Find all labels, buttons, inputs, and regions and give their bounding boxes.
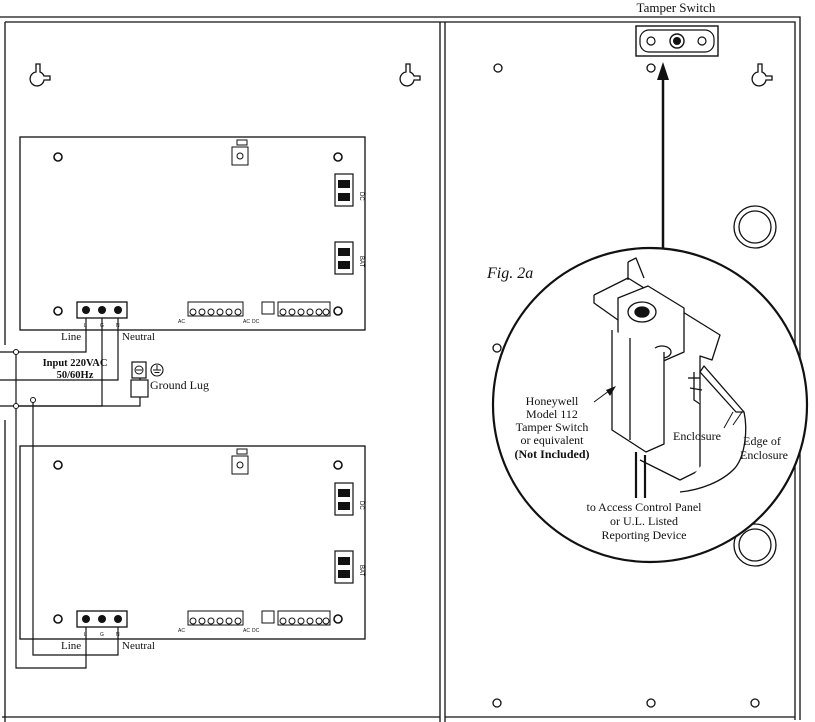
edge-label: Edge of Enclosure: [740, 434, 788, 462]
access-line-2: or U.L. Listed: [610, 514, 678, 528]
wire-junctions: [13, 349, 36, 409]
ac-label-top: AC: [178, 319, 185, 325]
tamper-switch: [635, 25, 719, 57]
leader-arrowhead: [606, 386, 616, 396]
ac2-label-top: AC: [243, 319, 250, 325]
tamper-wires: [634, 452, 647, 498]
tamper-arrow: [657, 62, 669, 262]
knockouts: [733, 205, 777, 567]
dc2-label-bottom: DC: [252, 628, 260, 634]
bat-label-bottom: BAT: [358, 565, 364, 577]
neutral-label-top: Neutral: [122, 331, 155, 343]
bat-label-top: BAT: [358, 256, 364, 268]
power-board-bottom: [19, 445, 366, 640]
input-frequency-label: 50/60Hz: [57, 370, 94, 381]
tamper-switch-illustration: [593, 257, 747, 493]
access-line-3: Reporting Device: [602, 528, 687, 542]
ac2-label-bottom: AC: [243, 628, 250, 634]
access-label: to Access Control Panel or U.L. Listed R…: [587, 500, 703, 542]
figure-label: Fig. 2a: [486, 265, 533, 282]
ground-symbol-icon: [150, 363, 164, 377]
edge-line-2: Enclosure: [740, 448, 788, 462]
access-line-1: to Access Control Panel: [587, 500, 703, 514]
dc-label-top: DC: [358, 192, 364, 201]
honeywell-label: Honeywell Model 112 Tamper Switch or equ…: [514, 394, 589, 461]
power-board-top: [19, 136, 366, 331]
dc2-label-top: DC: [252, 319, 260, 325]
ac-label-bottom: AC: [178, 628, 185, 634]
input-voltage-label: Input 220VAC: [43, 358, 108, 369]
ground-lug: [130, 361, 149, 398]
ground-lug-label: Ground Lug: [150, 378, 209, 392]
terminal-g-bottom: G: [100, 632, 104, 638]
dc-label-bottom: DC: [358, 501, 364, 510]
line-label-top: Line: [61, 331, 81, 343]
honeywell-line-4: or equivalent: [521, 433, 585, 447]
door-holes: [492, 63, 760, 708]
honeywell-line-5: (Not Included): [514, 447, 589, 461]
relay-pins-top: [189, 308, 330, 316]
keyhole-slots: [29, 63, 773, 87]
honeywell-line-2: Model 112: [526, 407, 578, 421]
enclosure-label: Enclosure: [673, 429, 721, 443]
honeywell-line-3: Tamper Switch: [516, 420, 589, 434]
edge-line-1: Edge of: [743, 434, 781, 448]
tamper-switch-label: Tamper Switch: [637, 0, 716, 15]
relay-pins-bottom: [189, 617, 330, 625]
honeywell-line-1: Honeywell: [526, 394, 579, 408]
enclosure-outline: [0, 16, 801, 722]
neutral-label-bottom: Neutral: [122, 640, 155, 652]
line-label-bottom: Line: [61, 640, 81, 652]
ac-wiring: [0, 318, 141, 669]
